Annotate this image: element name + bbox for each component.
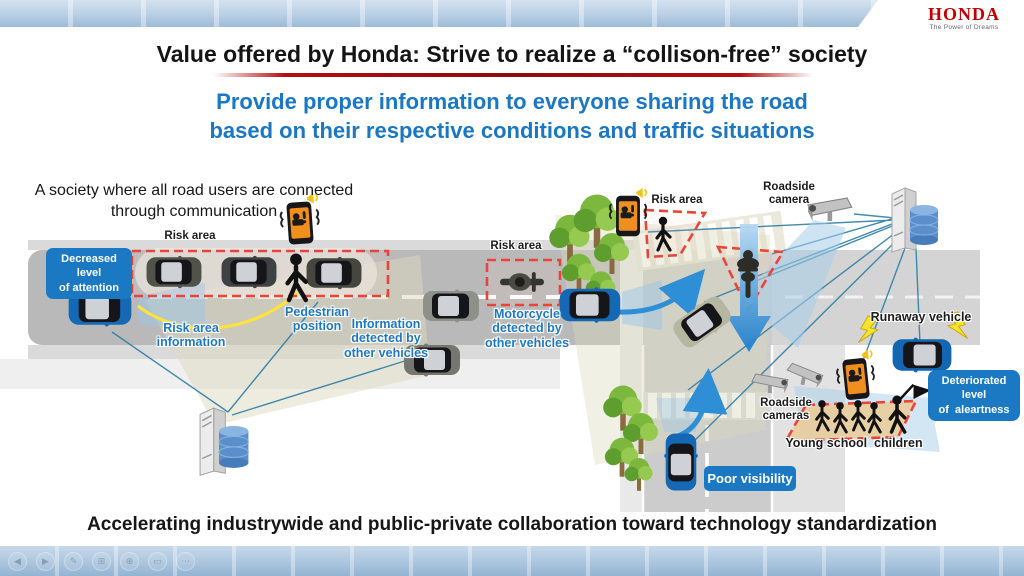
risk-area-label-left: Risk area xyxy=(164,230,216,242)
poor-visibility-badge: Poor visibility xyxy=(704,466,796,491)
risk-area-label-right: Risk area xyxy=(651,194,703,206)
gray-car-icon xyxy=(423,289,479,323)
footer-statement: Accelerating industrywide and public-pri… xyxy=(87,514,937,535)
zoom-button[interactable]: ⊕ xyxy=(120,552,139,571)
queued-car-icon xyxy=(306,256,362,290)
deteriorated-alertness-badge: Deteriorated level of aleartness xyxy=(928,370,1020,421)
slideshow-controls: ◀ ▶ ✎ ⊞ ⊕ ▭ ⋯ xyxy=(8,552,195,571)
intro-text: A society where all road users are conne… xyxy=(34,182,354,221)
honda-logo: HONDA The Power of Dreams xyxy=(908,5,1020,32)
slide-title: Value offered by Honda: Strive to realiz… xyxy=(156,41,868,67)
honda-tagline: The Power of Dreams xyxy=(929,24,999,31)
cloud-server-icon xyxy=(891,187,939,253)
see-all-slides-button[interactable]: ⊞ xyxy=(92,552,111,571)
subtitles-button[interactable]: ▭ xyxy=(148,552,167,571)
previous-slide-button[interactable]: ◀ xyxy=(8,552,27,571)
more-options-button[interactable]: ⋯ xyxy=(176,552,195,571)
roadside-camera-label: Roadside camera xyxy=(763,181,815,207)
pedestrians xyxy=(288,215,932,434)
risk-area-label-mid: Risk area xyxy=(490,240,542,252)
honda-wordmark: HONDA xyxy=(928,4,1000,24)
top-banner xyxy=(0,0,878,27)
roadside-cameras-label: Roadside cameras xyxy=(760,397,812,423)
risk-area-info-label: Risk area information xyxy=(156,321,226,350)
info-detected-label: Information detected by other vehicles xyxy=(343,317,429,360)
runaway-vehicle-label: Runaway vehicle xyxy=(870,310,972,324)
slide-subtitle: Provide proper information to everyone s… xyxy=(209,89,815,143)
crossing-guard-icon xyxy=(888,383,932,434)
pedestrian-position-label: Pedestrian position xyxy=(285,305,349,334)
connected-car-icon xyxy=(664,433,698,491)
decreased-attention-badge: Decreased level of attention xyxy=(46,248,132,299)
risk-info-yellow-line xyxy=(137,290,300,330)
motorcycle-detected-label: Motorcycle detected by other vehicles xyxy=(484,307,570,350)
pen-button[interactable]: ✎ xyxy=(64,552,83,571)
young-school-children-label: Young school children xyxy=(785,436,923,450)
title-divider xyxy=(213,73,813,77)
bottom-bar xyxy=(0,546,1024,576)
next-slide-button[interactable]: ▶ xyxy=(36,552,55,571)
runaway-car-icon xyxy=(892,337,952,373)
queued-car-icon xyxy=(146,255,202,289)
queued-car-icon xyxy=(221,255,277,289)
